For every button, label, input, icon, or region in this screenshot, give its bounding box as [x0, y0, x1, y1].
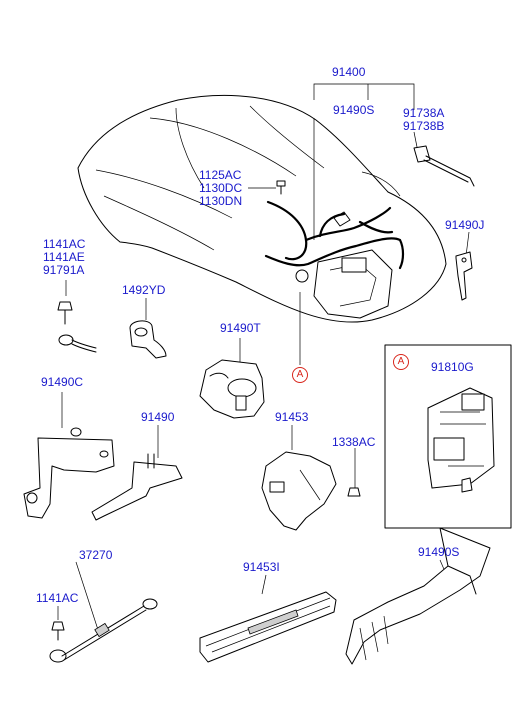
label-91490t: 91490T [220, 321, 261, 335]
bracket-91490 [91, 453, 183, 521]
label-91490j: 91490J [445, 218, 485, 232]
label-1130dc: 1130DC [199, 181, 243, 195]
label-91400: 91400 [332, 65, 366, 79]
bolt-1125ac [276, 180, 286, 195]
label-91453: 91453 [275, 410, 309, 424]
leader-lines [57, 83, 470, 637]
label-1141ae: 1141AE [43, 250, 85, 264]
label-91738a: 91738A [403, 106, 445, 120]
engine-harness [264, 200, 405, 319]
cable-37270 [49, 598, 158, 663]
label-1141ac-bottom: 1141AC [36, 591, 79, 605]
label-91738b: 91738B [403, 119, 445, 133]
car-body-outline [77, 94, 447, 323]
label-37270: 37270 [79, 548, 113, 562]
label-1125ac: 1125AC [199, 168, 242, 182]
label-1492yd: 1492YD [122, 283, 166, 297]
terminal-1141ac [57, 301, 97, 353]
label-1338ac: 1338AC [332, 435, 376, 449]
label-91490c: 91490C [41, 375, 84, 389]
label-91490: 91490 [141, 410, 175, 424]
label-91810g: 91810G [431, 360, 474, 374]
detail-box [384, 344, 512, 529]
clip-91738 [413, 145, 475, 187]
relay-91490t [199, 359, 265, 419]
label-91453i: 91453I [243, 560, 280, 574]
callout-a-main: A [292, 367, 308, 383]
callout-a-detail: A [393, 354, 409, 370]
protector-91453i [199, 591, 337, 663]
label-1130dn: 1130DN [199, 194, 243, 208]
label-91791a: 91791A [43, 263, 85, 277]
label-1141ac-top: 1141AC [43, 237, 86, 251]
label-91490s-bottom: 91490S [418, 545, 460, 559]
label-91490s-top: 91490S [333, 103, 375, 117]
bracket-91490j [455, 251, 473, 301]
cover-91490s [345, 527, 491, 665]
grommet-1492yd [129, 320, 167, 359]
cover-91453 [261, 451, 361, 531]
bracket-91490c [23, 427, 115, 519]
